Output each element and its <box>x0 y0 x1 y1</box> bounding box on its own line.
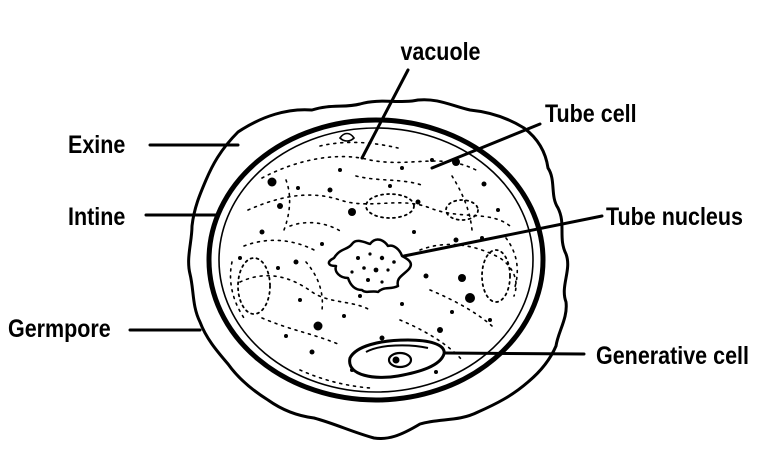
generative-nucleus <box>387 351 413 369</box>
cytoplasm-strands <box>229 141 519 389</box>
label-intine: Intine <box>68 203 126 231</box>
exine-wall <box>187 98 570 440</box>
leader-tube-nucleus <box>402 214 604 258</box>
generative-nucleolus <box>392 356 400 364</box>
tube-nucleus-chromatin <box>350 252 396 284</box>
cytoplasm-squiggle <box>338 132 356 142</box>
label-exine: Exine <box>68 131 126 159</box>
label-vacuole: vacuole <box>400 38 481 66</box>
tube-nucleus <box>327 238 413 294</box>
intine-wall <box>206 117 546 403</box>
label-generative-cell: Generative cell <box>596 342 749 370</box>
label-tube-nucleus: Tube nucleus <box>606 203 743 231</box>
leader-vacuole <box>360 68 410 160</box>
leader-tube-cell <box>430 122 542 170</box>
cytoplasm-granules <box>238 158 500 374</box>
label-tube-cell: Tube cell <box>545 100 637 128</box>
leader-lines <box>128 68 604 356</box>
label-germpore: Germpore <box>8 315 111 343</box>
leader-generative-cell <box>444 351 586 356</box>
vacuoles <box>237 193 511 315</box>
generative-cell-inner <box>365 344 429 353</box>
